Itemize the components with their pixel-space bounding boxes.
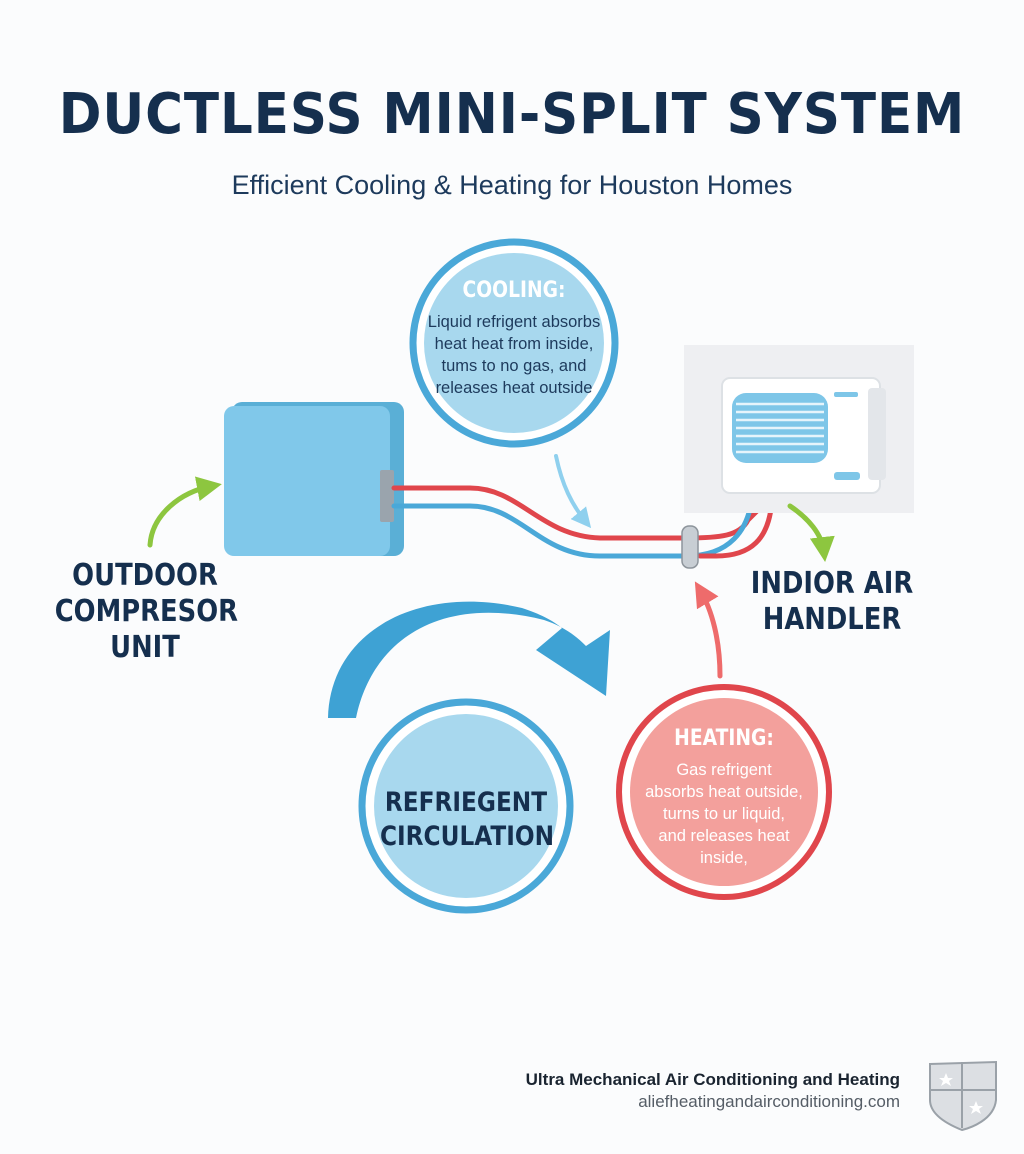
heating-line-2: absorbs heat outside, bbox=[645, 783, 803, 801]
heating-line-1: Gas refrigent bbox=[676, 761, 772, 779]
cooling-line-1: Liquid refrigent absorbs bbox=[427, 313, 601, 331]
outdoor-unit-icon bbox=[224, 402, 404, 556]
shield-logo-icon bbox=[929, 1060, 997, 1132]
heating-flow-arrow bbox=[694, 581, 723, 679]
cooling-line-4: releases heat outside bbox=[435, 379, 593, 397]
cooling-text: COOLING: Liquid refrigent absorbs heat h… bbox=[424, 278, 604, 399]
indoor-unit-label: INDIOR AIR HANDLER bbox=[737, 566, 926, 638]
outdoor-unit-label: OUTDOOR COMPRESOR UNIT bbox=[54, 558, 239, 666]
cooling-line-2: heat heat from inside, bbox=[434, 335, 594, 353]
pipe-coupling bbox=[681, 525, 699, 569]
heating-line-4: and releases heat bbox=[658, 827, 790, 845]
page-title: DUCTLESS MINI-SPLIT SYSTEM bbox=[58, 82, 966, 147]
heating-bubble bbox=[616, 684, 832, 900]
outdoor-label-line-3: UNIT bbox=[110, 630, 180, 665]
heating-line-3: turns to ur liquid, bbox=[663, 805, 785, 823]
company-url[interactable]: aliefheatingandairconditioning.com bbox=[638, 1092, 900, 1111]
heating-text: HEATING: Gas refrigent absorbs heat outs… bbox=[636, 726, 812, 869]
company-name: Ultra Mechanical Air Conditioning and He… bbox=[525, 1070, 900, 1089]
circulation-bubble bbox=[358, 698, 574, 914]
indoor-unit-icon bbox=[684, 345, 914, 513]
circulation-label-line-1: REFRIEGENT bbox=[384, 787, 548, 818]
outdoor-pointer-arrow bbox=[147, 476, 222, 548]
heating-title: HEATING: bbox=[674, 726, 774, 751]
circulation-label: REFRIEGENT CIRCULATION bbox=[380, 786, 555, 854]
cooling-flow-arrow bbox=[554, 454, 592, 529]
circulation-label-line-2: CIRCULATION bbox=[380, 821, 555, 852]
indoor-pointer-arrow bbox=[787, 503, 835, 562]
indoor-label-line-2: HANDLER bbox=[762, 602, 902, 637]
cooling-line-3: tums to no gas, and bbox=[441, 357, 587, 375]
cooling-title: COOLING: bbox=[462, 278, 566, 303]
cooling-bubble bbox=[409, 238, 619, 448]
indoor-label-line-1: INDIOR AIR bbox=[750, 566, 914, 601]
circulation-arrow-icon bbox=[328, 601, 610, 718]
outdoor-label-line-2: COMPRESOR bbox=[54, 594, 239, 629]
outdoor-label-line-1: OUTDOOR bbox=[72, 558, 218, 593]
footer: Ultra Mechanical Air Conditioning and He… bbox=[526, 1070, 900, 1112]
heating-line-5: inside, bbox=[700, 849, 748, 867]
page-subtitle: Efficient Cooling & Heating for Houston … bbox=[231, 170, 793, 200]
